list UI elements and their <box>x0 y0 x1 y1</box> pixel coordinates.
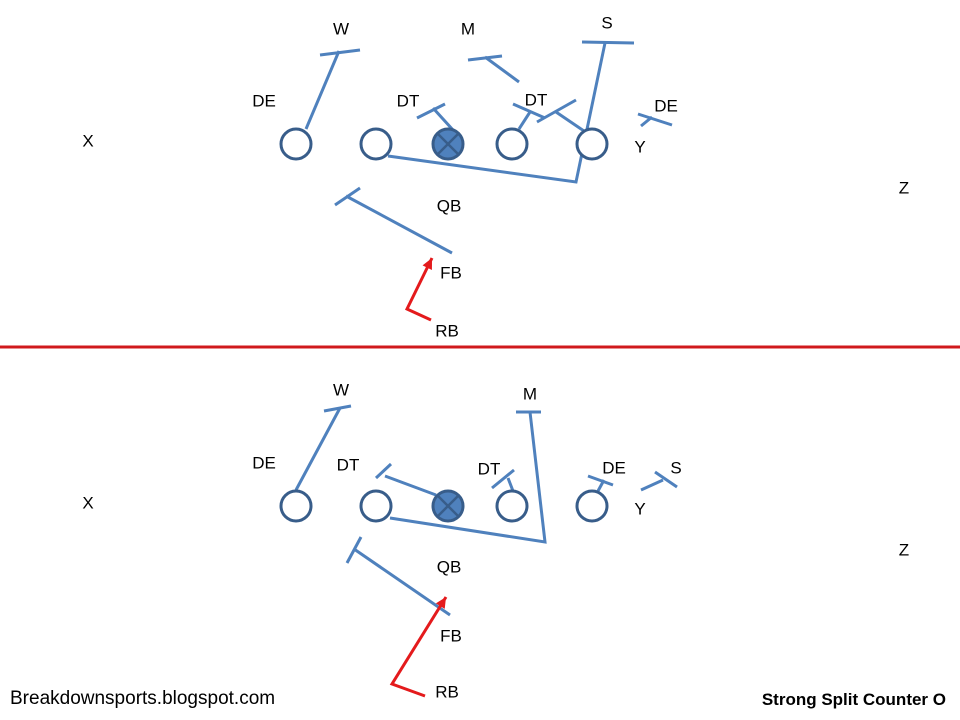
block-bar <box>334 186 361 207</box>
block-bar <box>587 474 614 487</box>
lineman-circle <box>359 127 393 161</box>
block-route <box>304 50 341 130</box>
position-label: W <box>332 19 350 39</box>
lineman-circle <box>575 127 609 161</box>
position-label: DE <box>602 458 626 478</box>
block-bar <box>581 40 635 45</box>
block-route <box>506 477 515 492</box>
block-bar <box>323 404 352 413</box>
block-route <box>484 55 520 84</box>
position-label: Z <box>898 178 910 198</box>
position-label: Y <box>634 137 646 157</box>
position-label: S <box>601 13 613 33</box>
arrowhead-icon <box>422 258 432 270</box>
position-label: DT <box>396 91 420 111</box>
position-label: QB <box>436 557 462 577</box>
ball-carrier-path <box>389 596 448 698</box>
block-route <box>389 411 547 544</box>
block-bar <box>536 98 577 124</box>
position-label: DT <box>336 455 360 475</box>
position-label: X <box>82 493 94 513</box>
block-route <box>294 407 342 491</box>
block-route <box>384 474 437 497</box>
position-label: DE <box>252 453 276 473</box>
block-bar <box>416 102 446 120</box>
lineman-circle <box>495 489 529 523</box>
arrowhead-icon <box>435 597 446 609</box>
block-bar <box>319 48 361 57</box>
block-route <box>640 478 664 492</box>
block-bar <box>637 112 673 127</box>
block-bar <box>467 54 503 62</box>
block-route <box>387 42 607 184</box>
position-label: QB <box>436 196 462 216</box>
block-route <box>517 111 532 130</box>
position-label: X <box>82 131 94 151</box>
position-label: M <box>460 19 476 39</box>
position-label: RB <box>435 682 459 702</box>
position-label: DE <box>654 96 678 116</box>
position-label: W <box>332 380 350 400</box>
position-label: S <box>670 458 682 478</box>
lineman-circle <box>359 489 393 523</box>
lineman-circle <box>495 127 529 161</box>
position-label: FB <box>440 263 462 283</box>
block-route <box>555 110 585 133</box>
block-route <box>345 194 453 255</box>
block-route <box>353 547 451 617</box>
block-route <box>431 106 455 132</box>
position-label: Y <box>634 499 646 519</box>
center-x-icon <box>436 494 460 518</box>
position-label: FB <box>440 626 462 646</box>
position-label: DT <box>524 90 548 110</box>
center-x-icon <box>436 132 460 156</box>
lineman-circle <box>575 489 609 523</box>
block-bar <box>654 470 678 489</box>
lineman-circle <box>279 127 313 161</box>
lineman-circle <box>279 489 313 523</box>
play-name: Strong Split Counter O <box>761 690 946 709</box>
position-label: M <box>522 384 538 404</box>
block-bar <box>374 462 393 480</box>
position-label: RB <box>435 321 459 341</box>
block-bar <box>345 536 363 564</box>
site-credit: Breakdownsports.blogspot.com <box>10 688 276 709</box>
position-label: DT <box>477 459 501 479</box>
position-label: DE <box>252 91 276 111</box>
ball-carrier-path <box>404 257 434 322</box>
position-label: Z <box>898 540 910 560</box>
block-bar <box>491 468 515 490</box>
block-bar <box>512 102 546 120</box>
